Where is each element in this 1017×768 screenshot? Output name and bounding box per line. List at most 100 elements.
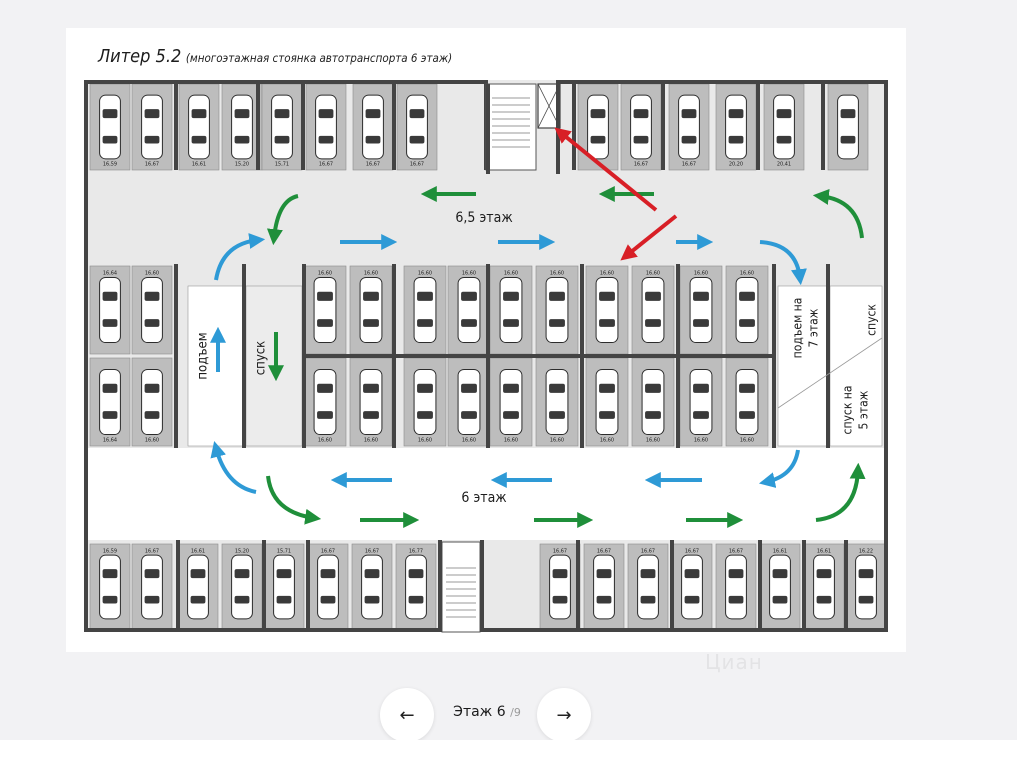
parking-space-area: 16,67 bbox=[319, 162, 333, 168]
car-windshield bbox=[234, 569, 250, 579]
wall-ramp-split bbox=[242, 264, 246, 448]
car-windshield bbox=[417, 291, 433, 301]
parking-space-bottom-6 bbox=[351, 543, 393, 631]
car-icon bbox=[813, 554, 835, 620]
wall-stair-left bbox=[486, 84, 490, 174]
car-icon bbox=[593, 554, 615, 620]
parking-space-left-2 bbox=[131, 265, 173, 355]
parking-space-bottom-11 bbox=[671, 543, 713, 631]
car-windshield bbox=[816, 569, 832, 579]
car-rear-window bbox=[640, 595, 656, 604]
car-windshield bbox=[599, 383, 615, 393]
car-windshield bbox=[693, 291, 709, 301]
car-rear-window bbox=[816, 595, 832, 604]
lower-aisle bbox=[84, 448, 888, 540]
car-icon bbox=[359, 368, 383, 436]
parking-space-area: 16,61 bbox=[817, 549, 831, 555]
car-rear-window bbox=[276, 595, 292, 604]
next-floor-button[interactable]: → bbox=[537, 688, 591, 742]
parking-space-island-0-5 bbox=[535, 265, 579, 355]
parking-space-area: 16,60 bbox=[600, 271, 614, 277]
car-icon bbox=[405, 554, 427, 620]
car-windshield bbox=[728, 569, 744, 579]
car-windshield bbox=[739, 383, 755, 393]
parking-space-island-0-7 bbox=[631, 265, 675, 355]
car-windshield bbox=[363, 383, 379, 393]
parking-space-area: 16,67 bbox=[729, 549, 743, 555]
plan-title: Литер 5.2 (многоэтажная стоянка автотран… bbox=[98, 46, 452, 67]
car-rear-window bbox=[102, 319, 118, 327]
parking-space-area: 16,60 bbox=[740, 271, 754, 277]
car-rear-window bbox=[190, 595, 206, 604]
prev-floor-button[interactable]: ← bbox=[380, 688, 434, 742]
car-windshield bbox=[776, 109, 792, 119]
car-icon bbox=[231, 554, 253, 620]
ramp-down5-label-2: 5 этаж bbox=[857, 390, 871, 429]
parking-space-area: 20,41 bbox=[777, 162, 791, 168]
car-rear-window bbox=[144, 135, 160, 144]
car-windshield bbox=[681, 109, 697, 119]
car-rear-window bbox=[317, 319, 333, 327]
parking-space-island-1-4 bbox=[489, 357, 533, 447]
floor-current: Этаж 6 bbox=[453, 704, 506, 720]
wall-divider-top-3 bbox=[392, 80, 396, 170]
car-icon bbox=[361, 554, 383, 620]
parking-space-area: 16,60 bbox=[462, 438, 476, 444]
plan-title-sub: (многоэтажная стоянка автотранспорта 6 э… bbox=[185, 51, 453, 65]
arrow-green bbox=[266, 194, 299, 246]
car-icon bbox=[99, 94, 121, 160]
car-rear-window bbox=[776, 135, 792, 144]
parking-space-area: 16,64 bbox=[103, 438, 117, 444]
parking-space-area: 16,60 bbox=[550, 438, 564, 444]
car-rear-window bbox=[549, 411, 565, 419]
wall-divider-bottom-4 bbox=[480, 540, 484, 632]
stairwell-bottom bbox=[441, 541, 481, 633]
watermark: Циан bbox=[705, 650, 763, 674]
car-windshield bbox=[503, 383, 519, 393]
car-windshield bbox=[234, 109, 250, 119]
parking-space-area: 16,60 bbox=[646, 438, 660, 444]
car-windshield bbox=[274, 109, 290, 119]
car-rear-window bbox=[317, 411, 333, 419]
parking-space-area: 16,67 bbox=[366, 162, 380, 168]
arrow-blue bbox=[210, 441, 257, 494]
wall-divider-bottom-8 bbox=[802, 540, 806, 632]
wall-divider-top-7 bbox=[756, 80, 760, 170]
car-windshield bbox=[640, 569, 656, 579]
wall-divider-top-5 bbox=[572, 80, 576, 170]
parking-space-bottom-7 bbox=[395, 543, 437, 631]
parking-space-bottom-8 bbox=[539, 543, 581, 631]
car-rear-window bbox=[408, 595, 424, 604]
parking-space-island-1-0 bbox=[303, 357, 347, 447]
arrow-blue bbox=[214, 233, 266, 281]
car-windshield bbox=[596, 569, 612, 579]
car-icon bbox=[545, 368, 569, 436]
wall-bottom-right bbox=[480, 628, 888, 632]
parking-space-bottom-9 bbox=[583, 543, 625, 631]
car-windshield bbox=[409, 109, 425, 119]
parking-space-area: 16,60 bbox=[646, 271, 660, 277]
car-icon bbox=[99, 368, 121, 436]
car-windshield bbox=[191, 109, 207, 119]
ramp-down-label: спуск bbox=[254, 341, 269, 376]
car-windshield bbox=[102, 109, 118, 119]
car-rear-window bbox=[234, 595, 250, 604]
arrow-red bbox=[554, 127, 658, 212]
car-rear-window bbox=[590, 135, 606, 144]
car-icon bbox=[735, 276, 759, 344]
car-windshield bbox=[684, 569, 700, 579]
parking-space-area: 16,67 bbox=[641, 549, 655, 555]
car-windshield bbox=[461, 291, 477, 301]
parking-space-area: 16,60 bbox=[462, 271, 476, 277]
car-icon bbox=[837, 94, 859, 160]
car-rear-window bbox=[461, 319, 477, 327]
parking-space-island-1-6 bbox=[585, 357, 629, 447]
car-windshield bbox=[590, 109, 606, 119]
car-windshield bbox=[549, 383, 565, 393]
ramp-up-label: подъем bbox=[196, 332, 211, 379]
car-rear-window bbox=[365, 135, 381, 144]
parking-space-bottom-1 bbox=[131, 543, 173, 631]
car-icon bbox=[271, 94, 293, 160]
car-rear-window bbox=[728, 135, 744, 144]
